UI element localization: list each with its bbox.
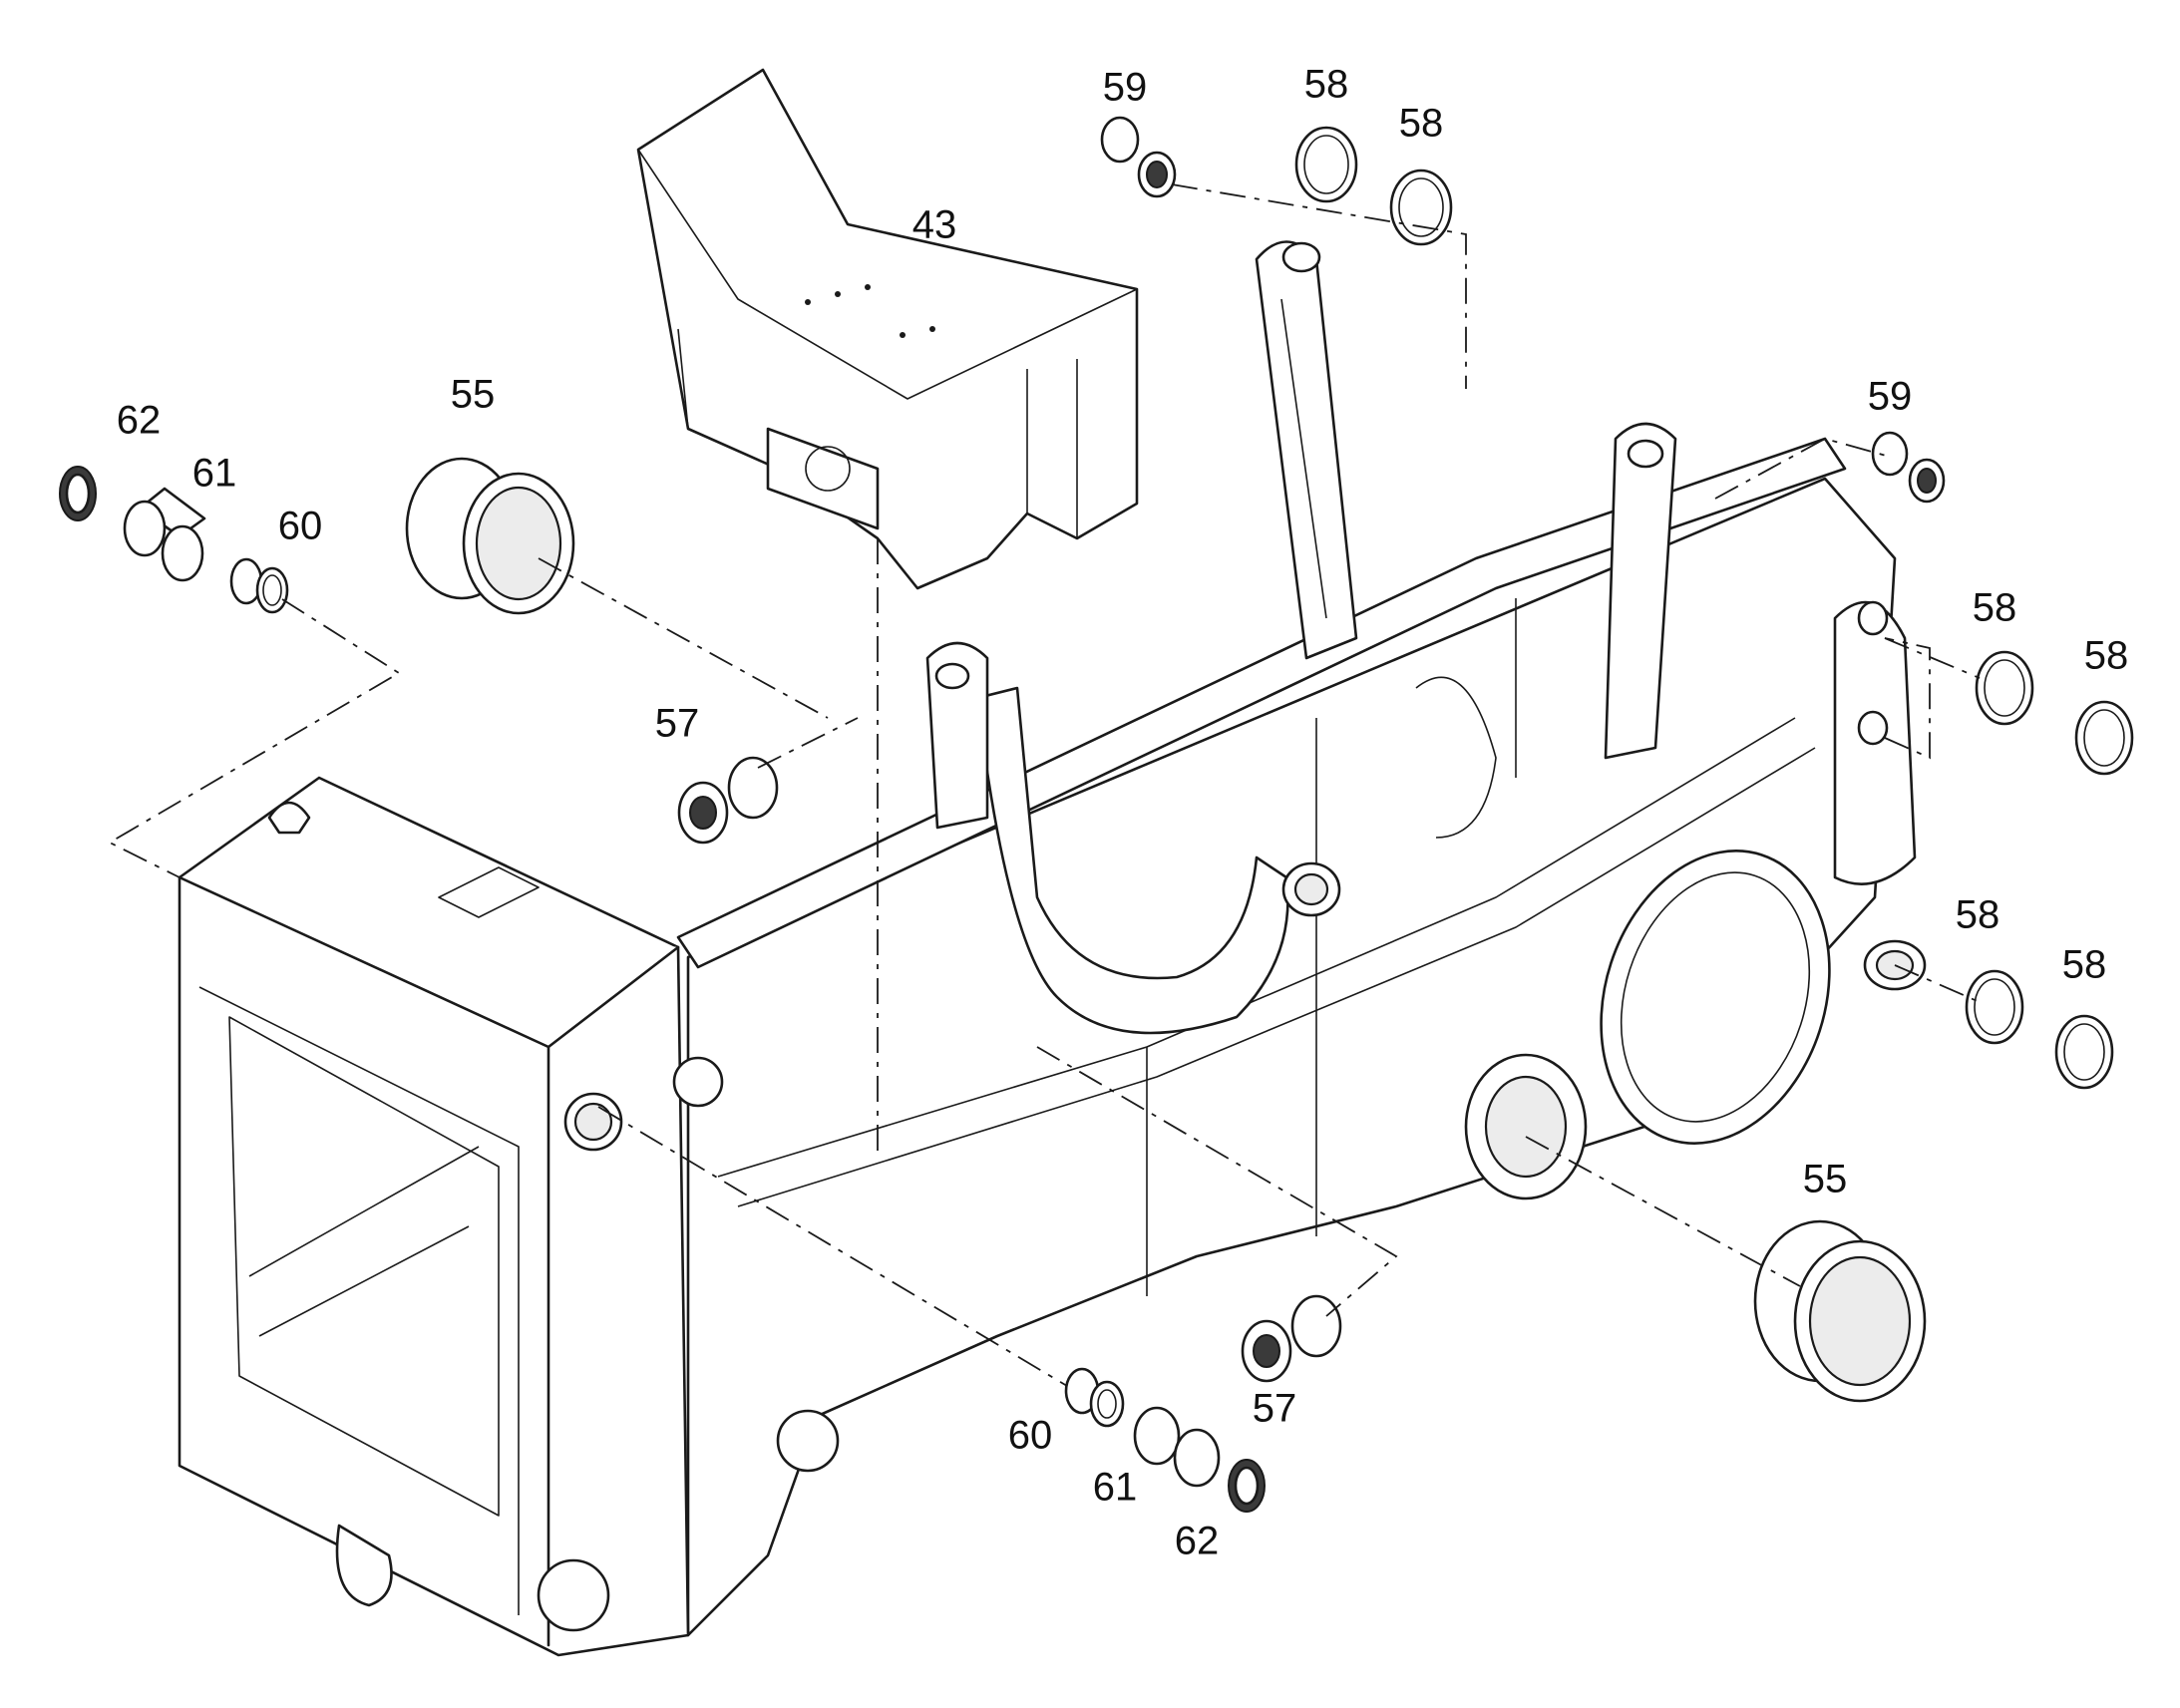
- callout-58-low-a: 58: [1956, 893, 2000, 937]
- bushing-left: [123, 487, 206, 582]
- bearing-ring-bottom: [1753, 1219, 1927, 1403]
- frame-towers: [925, 240, 1927, 1200]
- callout-58-top-a: 58: [1304, 63, 1349, 107]
- callout-57-top: 57: [655, 702, 700, 746]
- callout-60-bottom: 60: [1008, 1414, 1053, 1458]
- front-frame-housing: [178, 776, 840, 1657]
- callout-61-bottom: 61: [1093, 1466, 1138, 1510]
- bushing-58-mid: [1975, 650, 2134, 776]
- callout-62-bottom: 62: [1175, 1520, 1220, 1563]
- callout-59-top: 59: [1103, 66, 1148, 110]
- leader-lines: [108, 183, 1981, 1387]
- pin-bushing-57-top: [677, 756, 779, 845]
- rear-frame-body: [676, 437, 1897, 1637]
- bearing-ring-top: [405, 457, 575, 615]
- sleeve-bottom: [1064, 1367, 1125, 1428]
- callout-58-mid-a: 58: [1973, 586, 2017, 630]
- callout-59-right: 59: [1868, 375, 1913, 419]
- callout-57-bottom: 57: [1253, 1387, 1297, 1431]
- seal-ring-bottom: [1228, 1459, 1266, 1513]
- sleeve-left: [229, 557, 289, 614]
- pin-bushing-59-right: [1871, 431, 1946, 504]
- callout-58-mid-b: 58: [2084, 634, 2129, 678]
- seat-pan-part: [636, 68, 1139, 590]
- bushing-58-top: [1294, 126, 1453, 246]
- callout-55-bottom: 55: [1803, 1158, 1848, 1201]
- seal-ring-left: [59, 466, 97, 521]
- callout-43: 43: [912, 203, 957, 247]
- callout-labels: 43 55 55 57 57 58 58 58 58 58 58 59 59 6…: [117, 63, 2129, 1563]
- pin-bushing-59-top: [1100, 116, 1177, 198]
- bushing-bottom: [1133, 1406, 1221, 1488]
- callout-62-left: 62: [117, 399, 162, 443]
- bushing-58-low: [1965, 969, 2114, 1090]
- callout-58-low-b: 58: [2062, 943, 2107, 987]
- pin-bushing-57-bottom: [1241, 1294, 1342, 1383]
- callout-55-top: 55: [451, 373, 496, 417]
- callout-61-left: 61: [192, 452, 237, 496]
- callout-58-top-b: 58: [1399, 102, 1444, 146]
- callout-60-left: 60: [278, 505, 323, 548]
